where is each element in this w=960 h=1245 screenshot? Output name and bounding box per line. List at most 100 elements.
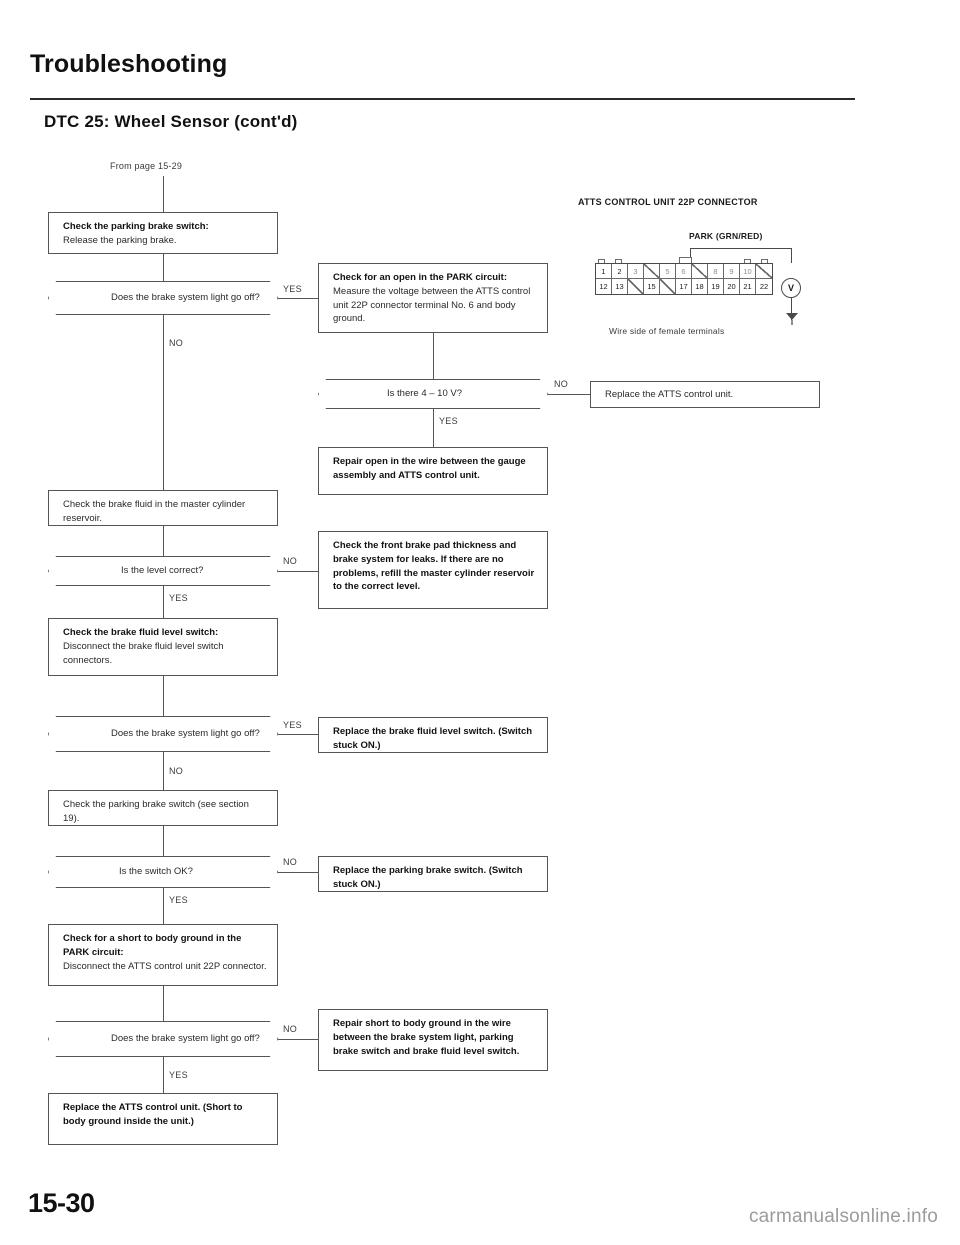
connector-pin-12: 12 xyxy=(596,279,612,294)
step4-heading: Check the brake fluid level switch: xyxy=(63,627,219,638)
branch-label-yes: YES xyxy=(283,284,302,294)
step-check-short-to-ground: Check for a short to body ground in the … xyxy=(48,924,278,986)
connector-pin-9: 9 xyxy=(724,264,740,279)
branch-label-yes: YES xyxy=(283,720,302,730)
connector-pin-tab xyxy=(761,259,768,263)
step3-text: Check the brake fluid in the master cyli… xyxy=(63,499,246,524)
connector-line xyxy=(278,298,318,299)
connector-pin-tab xyxy=(598,259,605,263)
step5-text: Check the parking brake switch (see sect… xyxy=(63,799,249,824)
branch-label-no: NO xyxy=(283,1024,298,1034)
result7-text: Replace the ATTS control unit. (Short to… xyxy=(63,1102,243,1127)
connector-line xyxy=(163,826,164,856)
connector-pin-tab xyxy=(744,259,751,263)
connector-line xyxy=(163,176,164,212)
connector-line xyxy=(163,1057,164,1093)
page-title: Troubleshooting xyxy=(30,50,228,78)
connector-pin-grid: 1 2 3 5 6 8 9 10 12 13 15 17 18 19 20 21… xyxy=(595,263,773,295)
branch-label-yes: YES xyxy=(439,416,458,426)
connector-pin-13: 13 xyxy=(612,279,628,294)
decision-brake-light-off-2: Does the brake system light go off? xyxy=(48,716,278,752)
connector-pin-8: 8 xyxy=(708,264,724,279)
connector-wire-line xyxy=(690,248,791,249)
step-check-brake-fluid: Check the brake fluid in the master cyli… xyxy=(48,490,278,526)
result-repair-short-to-ground: Repair short to body ground in the wire … xyxy=(318,1009,548,1071)
connector-line xyxy=(433,409,434,447)
connector-line xyxy=(163,315,164,490)
connector-line xyxy=(278,734,318,735)
result-repair-open-wire: Repair open in the wire between the gaug… xyxy=(318,447,548,495)
result-check-pad-thickness: Check the front brake pad thickness and … xyxy=(318,531,548,609)
decision1-text: Does the brake system light go off? xyxy=(111,291,260,303)
result2-text: Repair open in the wire between the gaug… xyxy=(333,456,526,481)
decision-brake-light-off-3: Does the brake system light go off? xyxy=(48,1021,278,1057)
connector-caption: Wire side of female terminals xyxy=(609,326,725,336)
connector-pin-19: 19 xyxy=(708,279,724,294)
connector-line xyxy=(163,888,164,924)
connector-pin-21: 21 xyxy=(740,279,756,294)
decision5-text: Is the switch OK? xyxy=(119,865,193,877)
connector-line xyxy=(548,394,590,395)
branch-label-yes: YES xyxy=(169,895,188,905)
connector-pin-2: 2 xyxy=(612,264,628,279)
connector-line xyxy=(163,986,164,1021)
decision6-text: Does the brake system light go off? xyxy=(111,1032,260,1044)
step-check-open-park-circuit: Check for an open in the PARK circuit: M… xyxy=(318,263,548,333)
voltmeter-icon: V xyxy=(781,278,801,298)
connector-pin-18: 18 xyxy=(692,279,708,294)
decision-fluid-level-correct: Is the level correct? xyxy=(48,556,278,586)
connector-pin-6: 6 xyxy=(676,264,692,279)
decision-voltage-range: Is there 4 – 10 V? xyxy=(318,379,548,409)
branch-label-no: NO xyxy=(169,338,184,348)
connector-pin-3: 3 xyxy=(628,264,644,279)
step1-body: Release the parking brake. xyxy=(63,234,177,246)
decision-switch-ok: Is the switch OK? xyxy=(48,856,278,888)
connector-pin-17: 17 xyxy=(676,279,692,294)
connector-pin-blank-11 xyxy=(756,264,772,279)
branch-label-yes: YES xyxy=(169,1070,188,1080)
step2-heading: Check for an open in the PARK circuit: xyxy=(333,272,508,283)
connector-pin-20: 20 xyxy=(724,279,740,294)
branch-label-no: NO xyxy=(283,857,298,867)
connector-pin-tab xyxy=(615,259,622,263)
branch-label-no: NO xyxy=(169,766,184,776)
connector-line xyxy=(278,872,318,873)
connector-line xyxy=(163,586,164,618)
connector-pin-tab xyxy=(679,257,692,263)
step1-heading: Check the parking brake switch: xyxy=(63,221,209,232)
step-check-parking-brake-switch-2: Check the parking brake switch (see sect… xyxy=(48,790,278,826)
ground-symbol-icon xyxy=(786,313,798,325)
connector-pin-22: 22 xyxy=(756,279,772,294)
connector-line xyxy=(278,571,318,572)
connector-bottom-row: 12 13 15 17 18 19 20 21 22 xyxy=(596,279,772,294)
connector-line xyxy=(278,1039,318,1040)
connector-line xyxy=(163,752,164,790)
connector-wire-label: PARK (GRN/RED) xyxy=(689,231,763,241)
result6-text: Repair short to body ground in the wire … xyxy=(333,1018,520,1057)
connector-title: ATTS CONTROL UNIT 22P CONNECTOR xyxy=(578,197,758,207)
result-replace-fluid-level-switch: Replace the brake fluid level switch. (S… xyxy=(318,717,548,753)
page-number: 15-30 xyxy=(28,1188,95,1218)
connector-pin-blank-16 xyxy=(660,279,676,294)
result-replace-atts-unit-2: Replace the ATTS control unit. (Short to… xyxy=(48,1093,278,1145)
connector-line xyxy=(163,526,164,556)
watermark: carmanualsonline.info xyxy=(748,1206,938,1227)
decision4-text: Does the brake system light go off? xyxy=(111,727,260,739)
step-check-fluid-level-switch: Check the brake fluid level switch: Disc… xyxy=(48,618,278,676)
branch-label-yes: YES xyxy=(169,593,188,603)
result-replace-atts-unit-1: Replace the ATTS control unit. xyxy=(590,381,820,408)
result5-text: Replace the parking brake switch. (Switc… xyxy=(333,865,523,890)
connector-line xyxy=(433,333,434,379)
decision2-text: Is there 4 – 10 V? xyxy=(387,387,462,399)
step6-heading: Check for a short to body ground in the … xyxy=(63,933,242,958)
connector-line xyxy=(163,254,164,281)
connector-top-row: 1 2 3 5 6 8 9 10 xyxy=(596,264,772,279)
connector-pin-15: 15 xyxy=(644,279,660,294)
step6-body: Disconnect the ATTS control unit 22P con… xyxy=(63,960,267,972)
from-page-label: From page 15-29 xyxy=(110,161,183,171)
decision-brake-light-off-1: Does the brake system light go off? xyxy=(48,281,278,315)
result3-text: Check the front brake pad thickness and … xyxy=(333,540,535,593)
step-check-parking-brake-switch: Check the parking brake switch: Release … xyxy=(48,212,278,254)
connector-pin-10: 10 xyxy=(740,264,756,279)
